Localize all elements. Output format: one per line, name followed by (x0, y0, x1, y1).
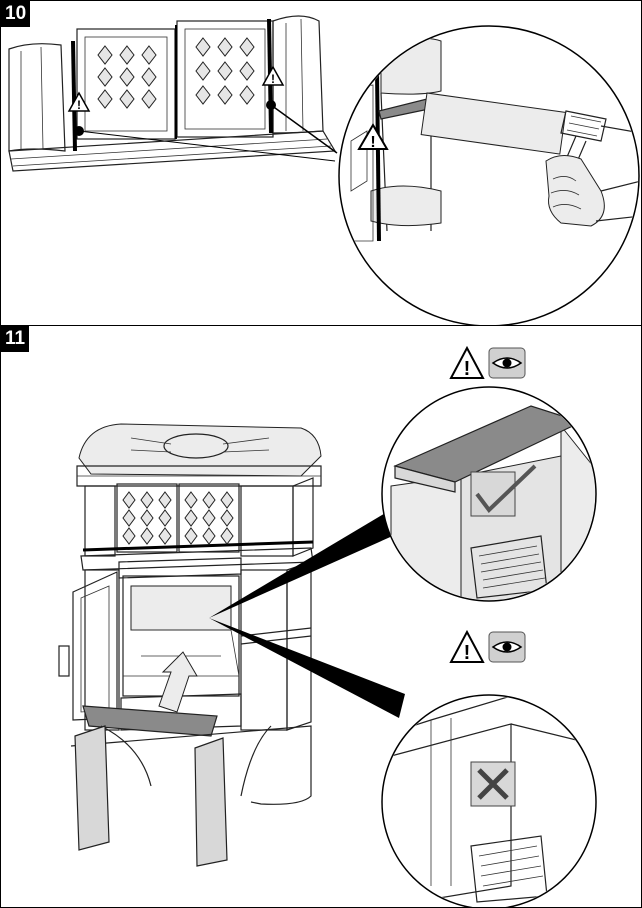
step-11-panel: 11 (0, 325, 642, 908)
checkmark-icon (470, 464, 537, 517)
zoom-pointer (209, 512, 397, 618)
svg-text:!: ! (370, 134, 375, 151)
step-number-10: 10 (1, 1, 31, 27)
diamond-tile (97, 45, 113, 65)
diamond-tile (119, 89, 135, 109)
eye-icon (488, 631, 526, 663)
warning-triangle-icon: ! (449, 345, 485, 380)
diamond-tile (239, 61, 255, 81)
diamond-tile (97, 89, 113, 109)
diamond-tile (220, 509, 234, 527)
diamond-tile (122, 491, 136, 509)
diamond-tile (122, 527, 136, 545)
diamond-tile (217, 37, 233, 57)
diamond-tile (119, 67, 135, 87)
warning-triangle-icon: ! (449, 629, 485, 664)
diamond-tile (158, 491, 172, 509)
step-10-panel: 10 ! (0, 0, 642, 327)
warning-triangle-icon: ! (357, 123, 389, 151)
stove-front-panels (8, 15, 337, 172)
svg-text:!: ! (77, 98, 81, 112)
diamond-tile (141, 67, 157, 87)
step-10-illustration: ! ! (8, 15, 640, 326)
diamond-tile (202, 509, 216, 527)
diamond-pattern (122, 491, 234, 545)
diamond-tile (141, 89, 157, 109)
diamond-tile (217, 61, 233, 81)
stove-assembly (58, 423, 322, 867)
diamond-tile (202, 491, 216, 509)
step-11-illustration: ! ! (58, 345, 597, 907)
diamond-tile (195, 61, 211, 81)
warning-triangle-icon: ! (67, 91, 91, 112)
diamond-tile (158, 527, 172, 545)
detail-zoom-circle (338, 25, 640, 326)
diamond-tile (184, 527, 198, 545)
diamond-tile (140, 491, 154, 509)
diamond-tile (119, 45, 135, 65)
diamond-tile (184, 509, 198, 527)
diamond-tile (97, 67, 113, 87)
hand (545, 155, 638, 227)
svg-text:!: ! (464, 358, 471, 380)
cross-icon (470, 761, 516, 807)
step-number-11: 11 (1, 326, 30, 352)
warning-triangle-icon: ! (261, 65, 285, 86)
diamond-tile (122, 509, 136, 527)
diamond-tile (195, 85, 211, 105)
diamond-tile (158, 509, 172, 527)
diamond-tile (195, 37, 211, 57)
diamond-tile (220, 491, 234, 509)
diamond-pattern (97, 37, 255, 109)
diamond-tile (141, 45, 157, 65)
zoom-pointer (209, 618, 405, 718)
diamond-tile (220, 527, 234, 545)
diamond-tile (239, 85, 255, 105)
diamond-tile (239, 37, 255, 57)
diamond-tile (184, 491, 198, 509)
diamond-tile (140, 509, 154, 527)
diamond-tile (217, 85, 233, 105)
eye-icon (488, 347, 526, 379)
caulking-gun (378, 92, 638, 177)
diamond-tile (140, 527, 154, 545)
diamond-tile (202, 527, 216, 545)
svg-text:!: ! (464, 642, 471, 664)
svg-text:!: ! (271, 72, 275, 86)
